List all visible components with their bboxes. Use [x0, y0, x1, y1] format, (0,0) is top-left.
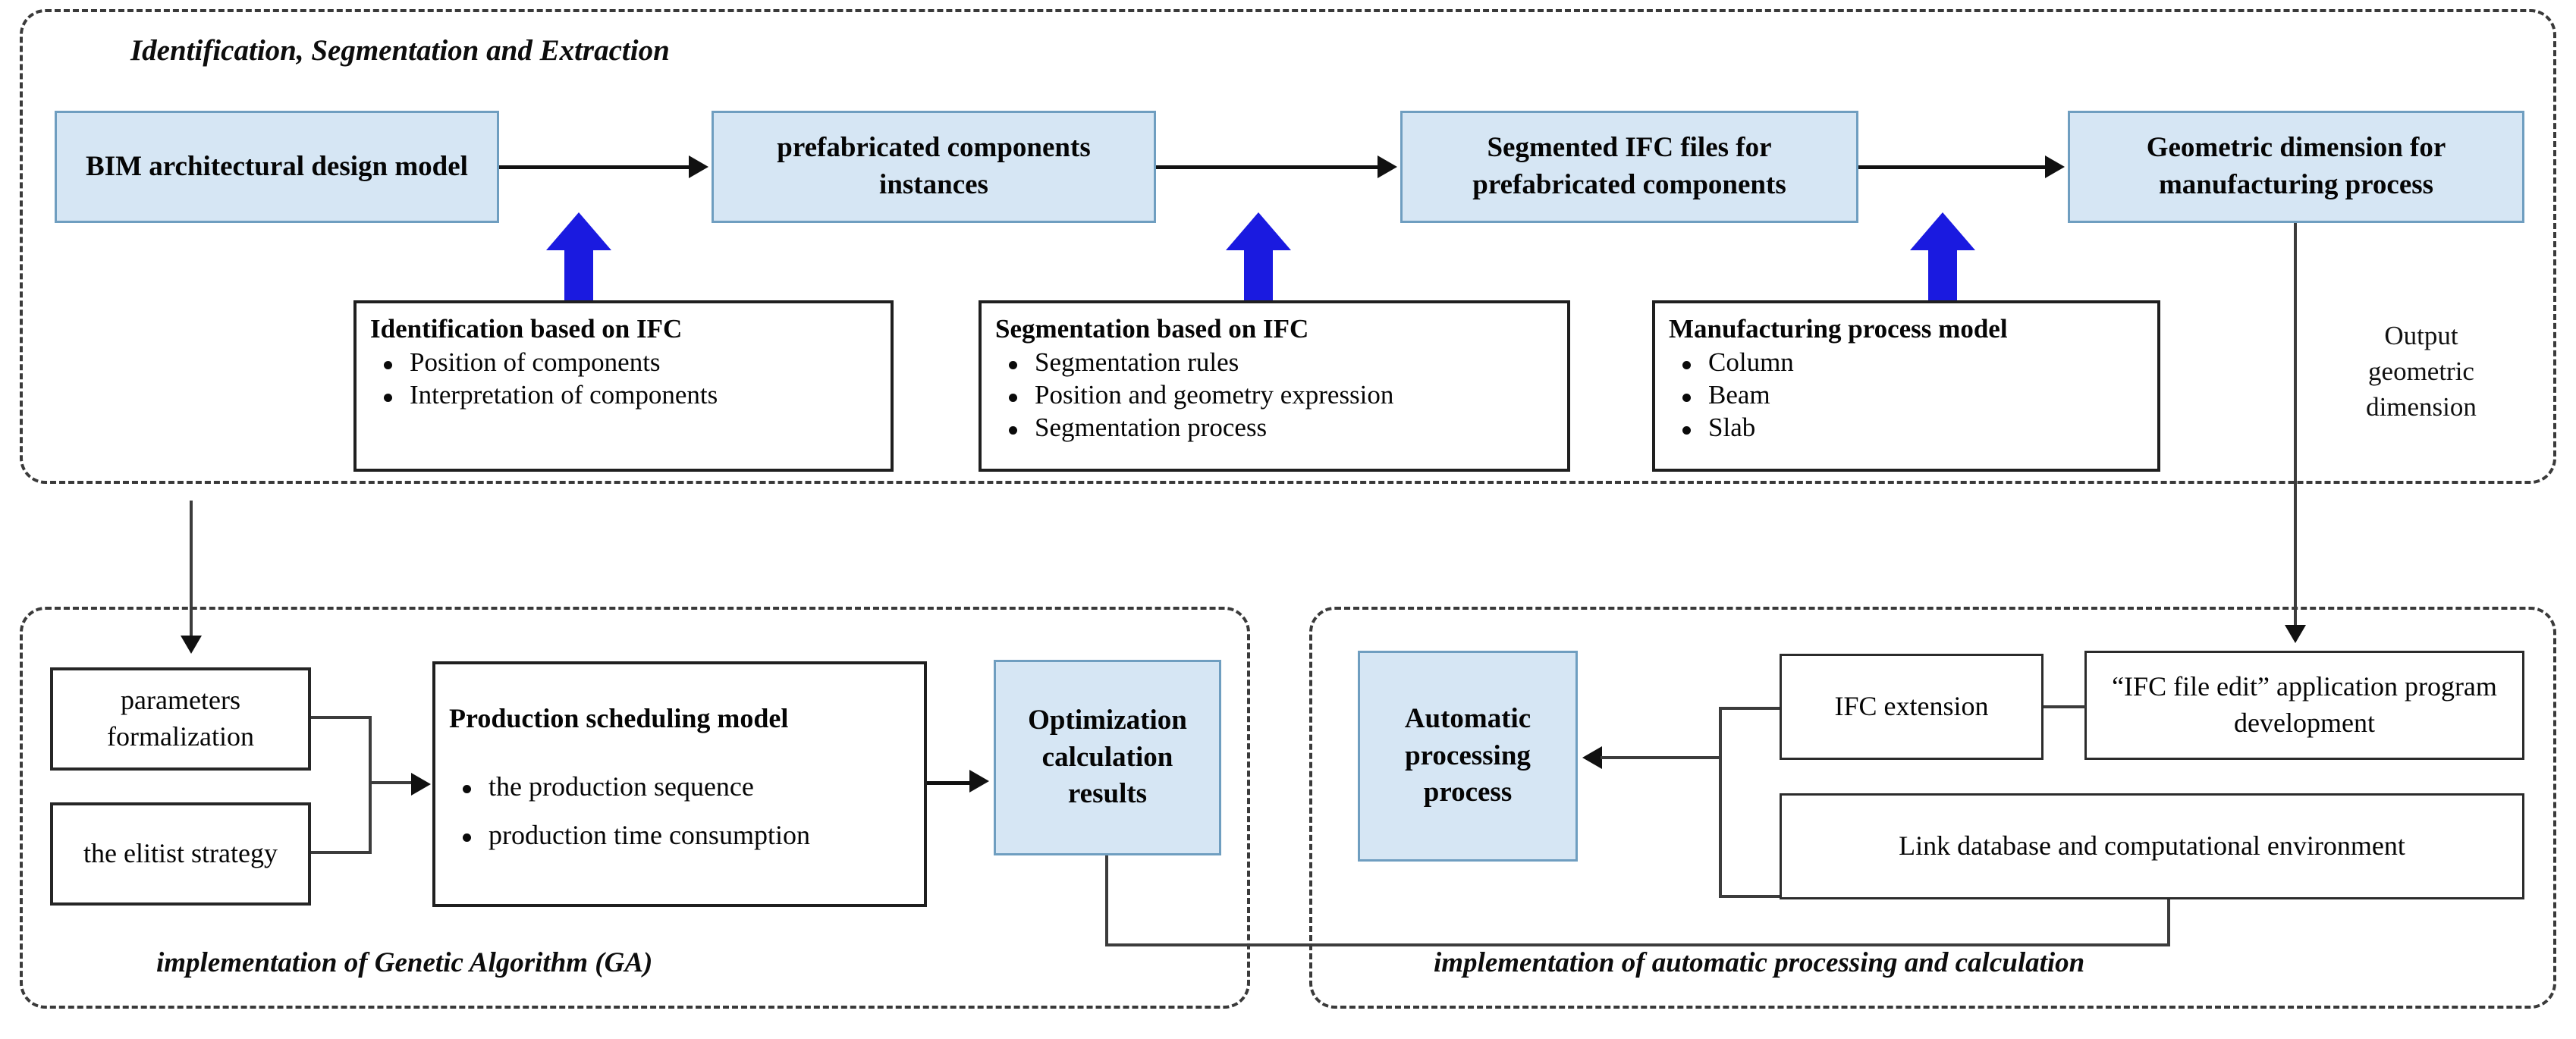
arrowhead-into-automatic-processing [1582, 746, 1602, 769]
list-item: Slab [1682, 413, 2144, 443]
node-prefab-instances[interactable]: prefabricated components instances [712, 111, 1156, 223]
connector-ifcext-to-ifcfileedit [2044, 705, 2086, 708]
detail-box-manufacturing[interactable]: Manufacturing process model Column Beam … [1652, 300, 2160, 472]
list-item: Interpretation of components [384, 380, 877, 410]
node-bim-model[interactable]: BIM architectural design model [55, 111, 499, 223]
connector-bim-to-prefab [499, 165, 690, 169]
node-link-database[interactable]: Link database and computational environm… [1780, 793, 2524, 899]
connector-parameters-right [311, 716, 372, 719]
region-automatic-processing [1309, 607, 2556, 1009]
detail-list-segmentation: Segmentation rules Position and geometry… [995, 347, 1553, 443]
connector-linkdb-left [1719, 895, 1783, 898]
detail-box-identification[interactable]: Identification based on IFC Position of … [353, 300, 894, 472]
detail-list-identification: Position of components Interpretation of… [370, 347, 877, 410]
connector-elitist-right [311, 851, 372, 854]
arrowhead-into-parameters [181, 636, 202, 654]
node-segmented-ifc[interactable]: Segmented IFC files for prefabricated co… [1400, 111, 1858, 223]
node-ifc-file-edit[interactable]: “IFC file edit” application program deve… [2084, 651, 2524, 760]
detail-heading-identification: Identification based on IFC [370, 314, 683, 344]
arrowhead-into-optimization [969, 770, 989, 793]
list-item: Column [1682, 347, 2144, 378]
connector-segmented-to-geometric [1858, 165, 2047, 169]
node-optimization-results[interactable]: Optimization calculation results [994, 660, 1221, 855]
region-genetic-algorithm [20, 607, 1250, 1009]
connector-prefab-to-segmented [1156, 165, 1379, 169]
arrowhead-segmented-to-geometric [2045, 155, 2065, 178]
connector-geometric-to-ga-vert-top [190, 501, 193, 640]
region-title-auto: implementation of automatic processing a… [1434, 947, 2085, 978]
block-arrow-up-manufacturing [1910, 212, 1975, 308]
region-title-top: Identification, Segmentation and Extract… [130, 34, 670, 67]
list-item: Position and geometry expression [1009, 380, 1553, 410]
list-item: production time consumption [463, 819, 910, 851]
arrowhead-bim-to-prefab [689, 155, 708, 178]
list-item: the production sequence [463, 771, 910, 802]
connector-into-link-database [2167, 863, 2170, 945]
connector-merge-to-scheduling [369, 781, 414, 784]
detail-box-production-scheduling[interactable]: Production scheduling model the producti… [432, 661, 927, 907]
node-elitist-strategy[interactable]: the elitist strategy [50, 802, 311, 906]
region-title-ga: implementation of Genetic Algorithm (GA) [156, 947, 653, 978]
detail-box-segmentation[interactable]: Segmentation based on IFC Segmentation r… [979, 300, 1570, 472]
block-arrow-up-segmentation [1226, 212, 1291, 308]
node-ifc-extension[interactable]: IFC extension [1780, 654, 2044, 760]
list-item: Position of components [384, 347, 877, 378]
arrowhead-prefab-to-segmented [1378, 155, 1397, 178]
list-item: Beam [1682, 380, 2144, 410]
block-arrow-up-identification [546, 212, 611, 308]
region-identification-segmentation-extraction [20, 9, 2556, 484]
connector-auto-merge-bracket [1719, 707, 1722, 898]
node-parameters-formalization[interactable]: parameters formalization [50, 667, 311, 771]
connector-geometric-down [2294, 223, 2297, 640]
connector-optimization-down [1105, 855, 1108, 946]
list-item: Segmentation process [1009, 413, 1553, 443]
connector-optimization-right [1105, 943, 2170, 946]
label-output-geometric-dimension: Output geometric dimension [2366, 321, 2477, 422]
detail-heading-segmentation: Segmentation based on IFC [995, 314, 1309, 344]
arrowhead-geometric-to-ifcfileedit [2285, 625, 2306, 643]
node-automatic-processing[interactable]: Automatic processing process [1358, 651, 1578, 862]
list-item: Segmentation rules [1009, 347, 1553, 378]
detail-heading-production-scheduling: Production scheduling model [449, 703, 789, 733]
connector-scheduling-to-optimization [927, 781, 972, 785]
arrowhead-into-scheduling [411, 773, 431, 796]
connector-ifcext-left [1719, 707, 1783, 710]
detail-list-production-scheduling: the production sequence production time … [449, 754, 910, 868]
detail-heading-manufacturing: Manufacturing process model [1669, 314, 2008, 344]
connector-to-automatic-processing [1601, 756, 1722, 759]
detail-list-manufacturing: Column Beam Slab [1669, 347, 2144, 443]
node-geometric-dimension[interactable]: Geometric dimension for manufacturing pr… [2068, 111, 2524, 223]
connector-merge-bracket [369, 716, 372, 854]
